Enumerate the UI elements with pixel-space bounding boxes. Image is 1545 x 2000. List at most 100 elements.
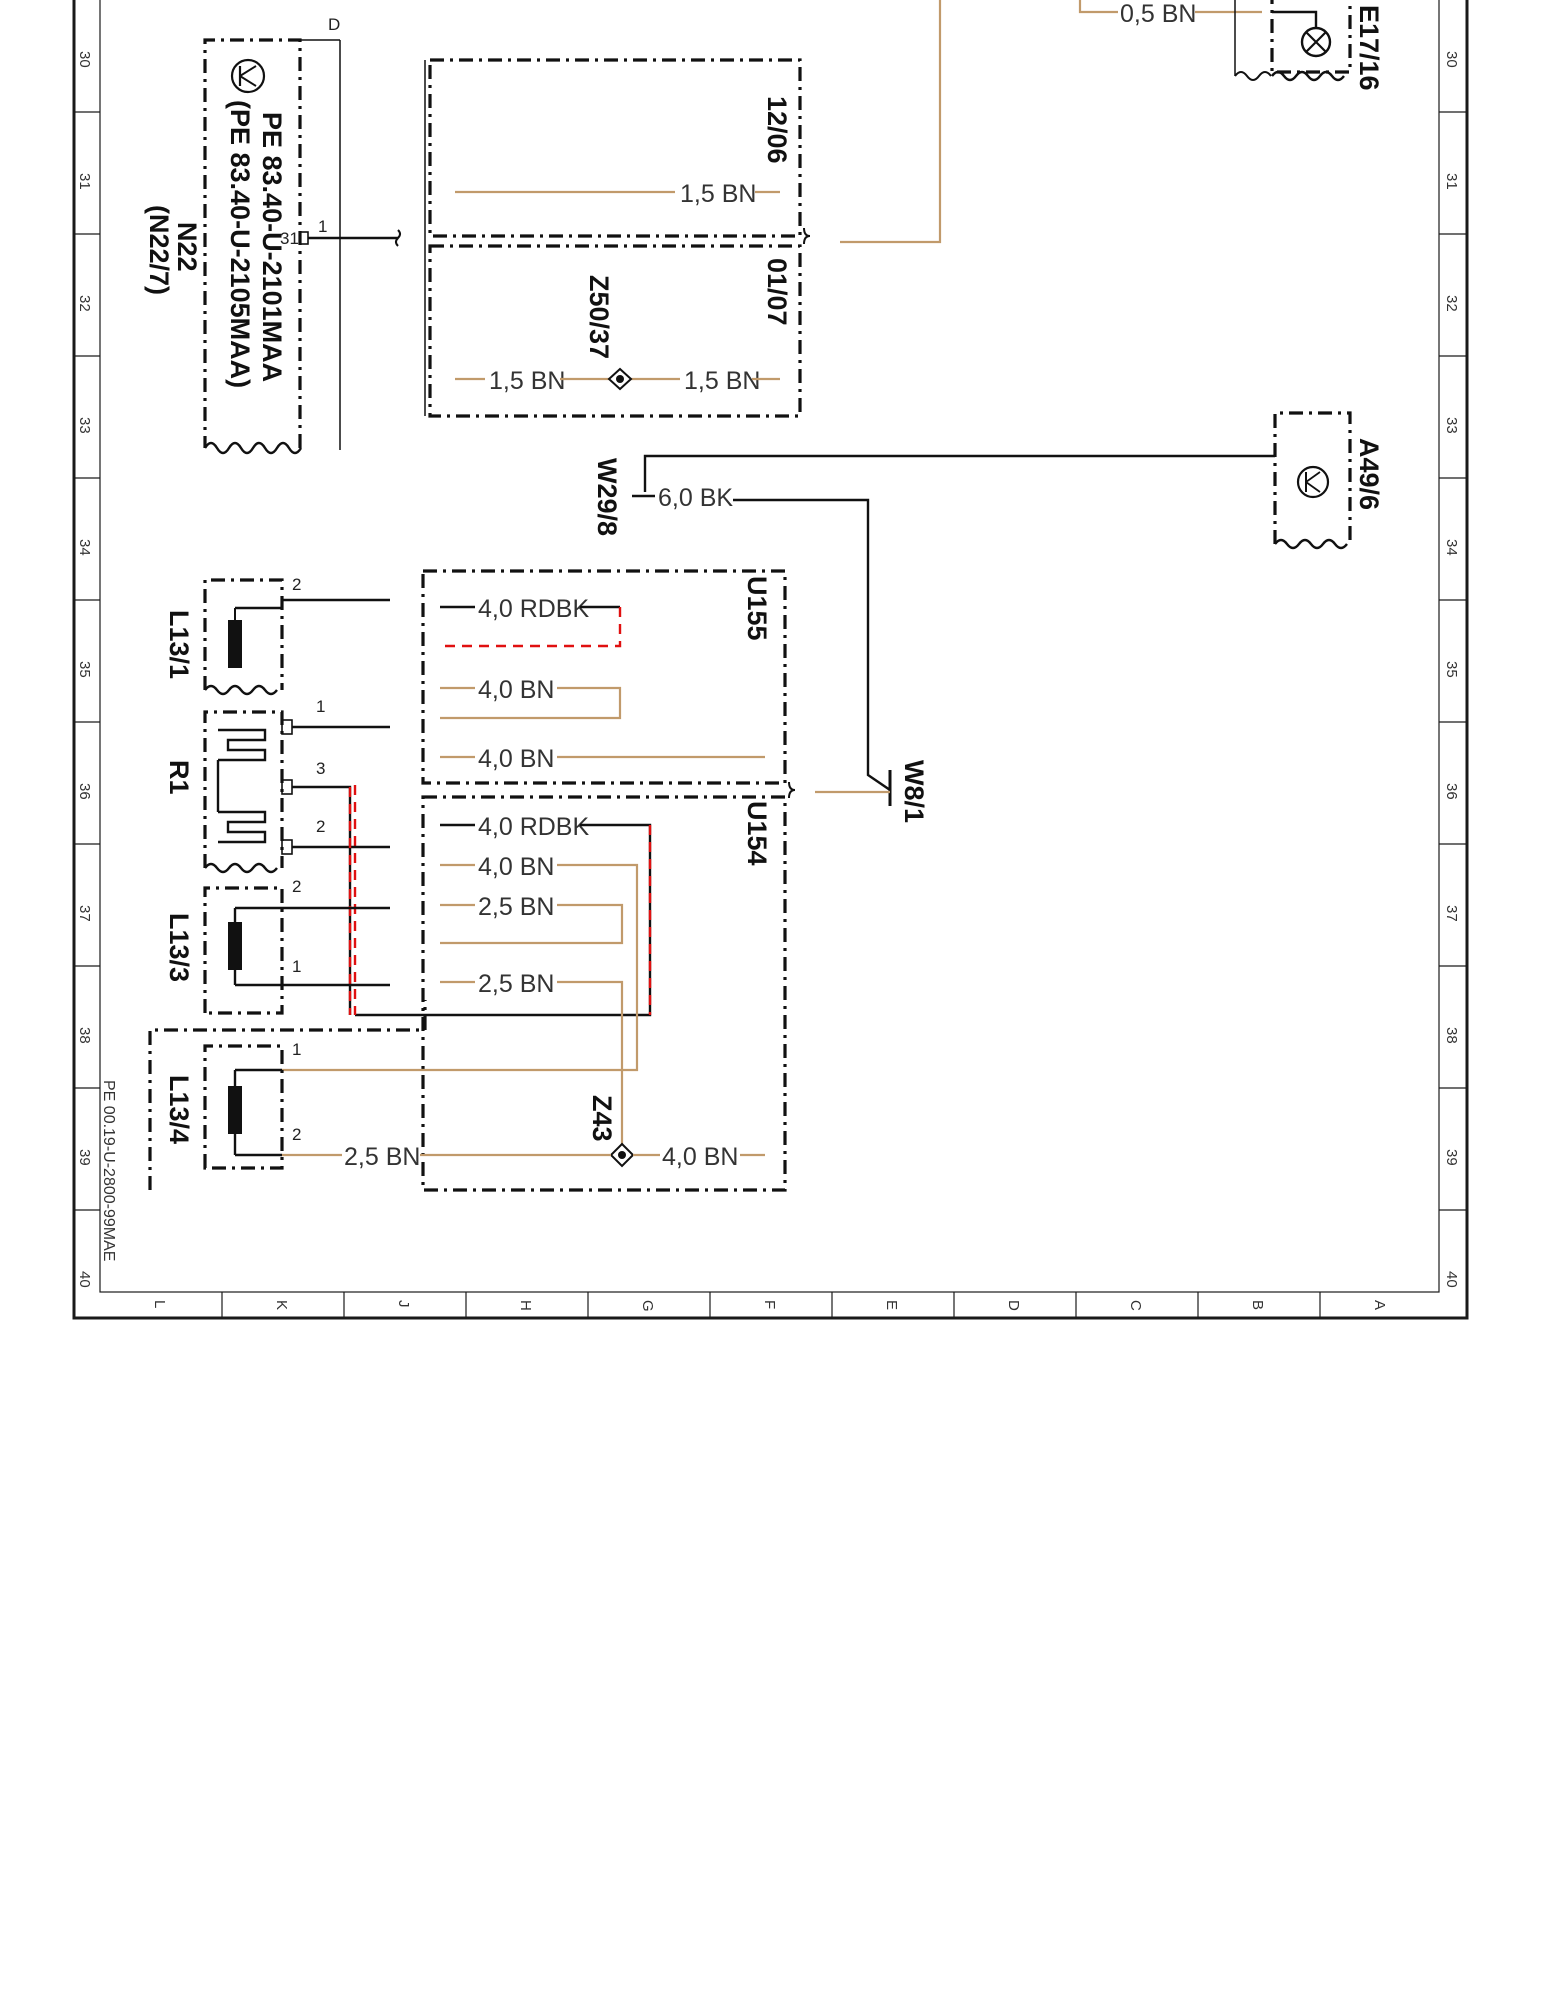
- l13-4-label: L13/4: [164, 1075, 194, 1144]
- n22-alt-label: (N22/7): [144, 205, 174, 295]
- row-label: 32: [76, 295, 93, 312]
- w8-1-label: W8/1: [899, 760, 929, 823]
- l13-3-pin-1: 1: [292, 957, 301, 976]
- row-label: 33: [76, 417, 93, 434]
- row-label: 34: [76, 539, 93, 556]
- row-label: 30: [76, 51, 93, 68]
- column-label: D: [1005, 1300, 1022, 1311]
- coil-icon: [228, 620, 242, 668]
- wire-label-1-5-bn-top: 1,5 BN: [680, 180, 756, 208]
- column-label: F: [761, 1300, 778, 1309]
- r1-pin-3: 3: [316, 759, 325, 778]
- l13-4-pin-1: 1: [292, 1040, 301, 1059]
- wire-label-u154-4: 2,5 BN: [478, 970, 554, 998]
- a49-6-unit: A49/6: [1273, 411, 1384, 550]
- a49-6-label: A49/6: [1354, 438, 1384, 510]
- column-label: K: [273, 1300, 290, 1310]
- document-code: PE 00.19-U-2800-99MAE: [100, 1080, 117, 1261]
- row-labels-left: 30 31 32 33 34 35 36 37 38 39 40: [76, 51, 93, 1288]
- wire-label-u155-1: 4,0 RDBK: [478, 595, 589, 623]
- row-label: 31: [1443, 173, 1460, 190]
- row-label: 33: [1443, 417, 1460, 434]
- l13-4-pin-2: 2: [292, 1125, 301, 1144]
- ref-01-07: 01/07: [762, 258, 792, 326]
- n22-edge-label: D: [328, 15, 340, 34]
- u155-block: U155: [421, 569, 787, 785]
- row-label: 38: [76, 1027, 93, 1044]
- l13-1-label: L13/1: [164, 610, 194, 679]
- column-labels: L K J H G F E D C B A: [151, 1300, 1388, 1312]
- transistor-icon: [230, 58, 266, 94]
- row-label: 35: [1443, 661, 1460, 678]
- row-labels-right: 30 31 32 33 34 35 36 37 38 39 40: [1443, 51, 1460, 1288]
- row-label: 38: [1443, 1027, 1460, 1044]
- column-label: L: [151, 1300, 168, 1308]
- u155-label: U155: [742, 576, 772, 641]
- row-label: 37: [1443, 905, 1460, 922]
- e17-16-lamp: 0,5 BN E17/16: [1078, 0, 1384, 91]
- row-label: 32: [1443, 295, 1460, 312]
- row-label: 34: [1443, 539, 1460, 556]
- coil-icon: [228, 1086, 242, 1134]
- n22-control-unit: D PE 83.40-U-2101MAA (PE 83.40-U-2105MAA…: [144, 15, 401, 455]
- r1-pin-2: 2: [316, 817, 325, 836]
- z50-37-splice: [607, 367, 633, 391]
- row-label: 36: [1443, 783, 1460, 800]
- wire-label-z43: 4,0 BN: [662, 1143, 738, 1171]
- l13-4-coil: 1 2 L13/4: [164, 1040, 301, 1170]
- row-label: 31: [76, 173, 93, 190]
- coil-icon: [228, 922, 242, 970]
- n22-pin-31: 31: [280, 229, 299, 248]
- z43-label: Z43: [587, 1095, 617, 1142]
- wire-label-1-5-bn-right: 1,5 BN: [684, 367, 760, 395]
- l13-1-coil: 2 L13/1: [164, 575, 390, 696]
- row-label: 39: [1443, 1149, 1460, 1166]
- row-label: 39: [76, 1149, 93, 1166]
- row-label: 35: [76, 661, 93, 678]
- column-label: H: [517, 1300, 534, 1311]
- w29-8-label: W29/8: [592, 458, 622, 536]
- wire-label-1-5-bn-left: 1,5 BN: [489, 367, 565, 395]
- wire-label-6-0-bk: 6,0 BK: [658, 484, 733, 512]
- n22-label: N22: [172, 222, 202, 272]
- z50-37-label: Z50/37: [584, 275, 614, 359]
- column-label: E: [883, 1300, 900, 1310]
- l13-3-coil: 2 1 L13/3: [164, 877, 390, 1015]
- l13-3-pin-2: 2: [292, 877, 301, 896]
- heater-element-icon: [218, 728, 267, 762]
- frame: 30 31 32 33 34 35 36 37 38 39 40 30 31 3…: [72, 0, 1469, 1320]
- n22-pin-1: 1: [318, 217, 327, 236]
- n22-ref-primary: PE 83.40-U-2101MAA: [257, 112, 287, 382]
- u154-label: U154: [742, 801, 772, 866]
- n22-ref-secondary: (PE 83.40-U-2105MAA): [225, 100, 255, 388]
- u154-block: U154: [421, 795, 787, 1192]
- row-label: 36: [76, 783, 93, 800]
- wire-label-u154-2: 4,0 BN: [478, 853, 554, 881]
- ref-12-06: 12/06: [762, 96, 792, 164]
- wire-label-u154-1: 4,0 RDBK: [478, 813, 589, 841]
- l13-3-label: L13/3: [164, 913, 194, 982]
- column-label: A: [1371, 1300, 1388, 1310]
- transistor-icon: [1296, 465, 1330, 499]
- z43-splice: [609, 1142, 635, 1168]
- row-label: 40: [76, 1271, 93, 1288]
- r1-pin-1: 1: [316, 697, 325, 716]
- column-label: C: [1127, 1300, 1144, 1311]
- row-label: 40: [1443, 1271, 1460, 1288]
- wire-label-l13-4: 2,5 BN: [344, 1143, 420, 1171]
- wire-label-u155-2: 4,0 BN: [478, 676, 554, 704]
- connector-block-top: 12/06 01/07: [424, 58, 811, 418]
- r1-resistor: 1 3 2 R1: [164, 697, 390, 1015]
- wire-label-u155-3: 4,0 BN: [478, 745, 554, 773]
- column-label: J: [395, 1300, 412, 1308]
- row-label: 37: [76, 905, 93, 922]
- wire-label-u154-3: 2,5 BN: [478, 893, 554, 921]
- r1-label: R1: [164, 760, 194, 795]
- e17-16-label: E17/16: [1354, 5, 1384, 91]
- row-label: 30: [1443, 51, 1460, 68]
- l13-1-pin-2: 2: [292, 575, 301, 594]
- lamp-icon: [1300, 26, 1332, 58]
- column-label: B: [1249, 1300, 1266, 1310]
- wire-label-0-5-bn: 0,5 BN: [1120, 0, 1196, 28]
